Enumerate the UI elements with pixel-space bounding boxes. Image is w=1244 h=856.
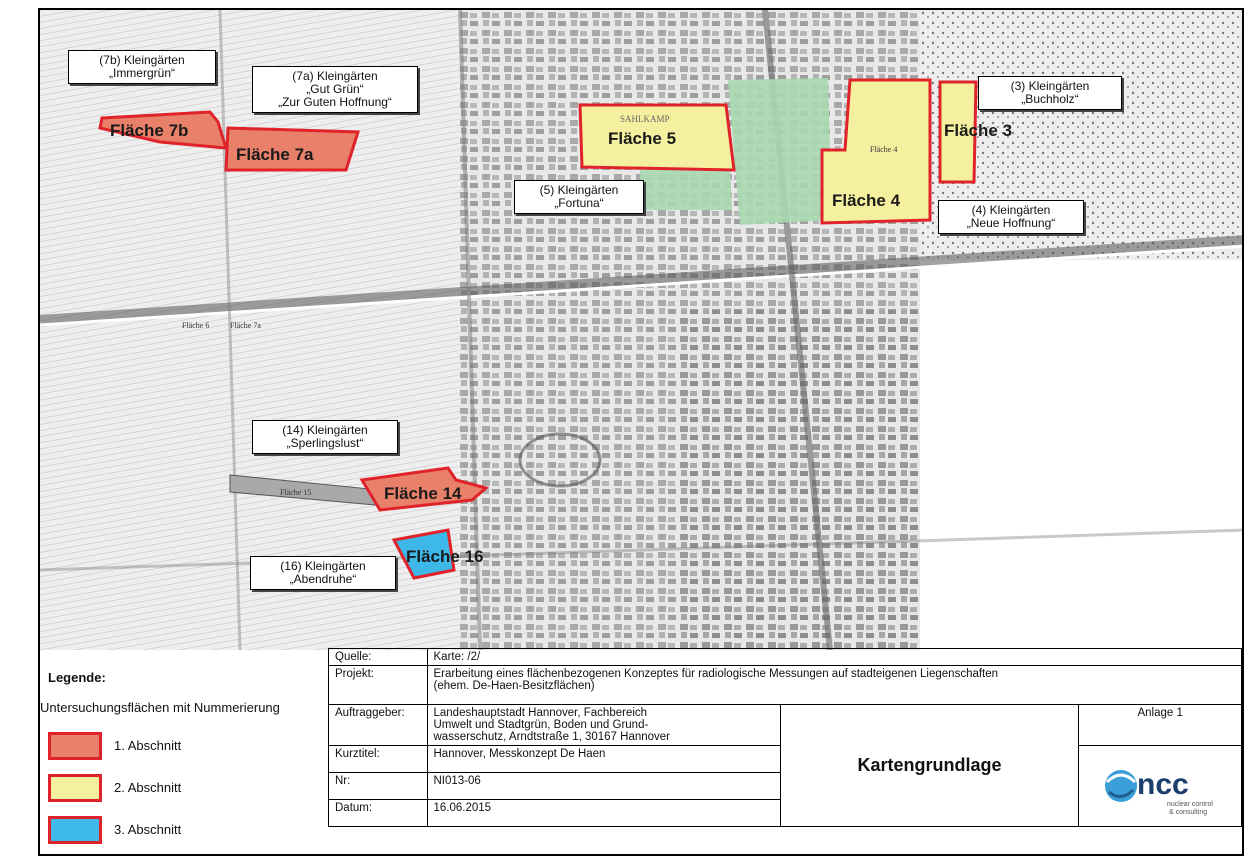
callout-7a: (7a) Kleingärten „Gut Grün“ „Zur Guten H… — [252, 66, 418, 113]
map-text-sahlkamp: SAHLKAMP — [620, 114, 670, 124]
area-16 — [391, 528, 456, 580]
anlage-label: Anlage 1 — [1078, 704, 1242, 746]
map-sheet: Fläche 7b Fläche 7a Fläche 5 Fläche 4 Fl… — [38, 8, 1244, 856]
map-area: Fläche 7b Fläche 7a Fläche 5 Fläche 4 Fl… — [40, 10, 1242, 650]
datum-value: 16.06.2015 — [426, 799, 781, 827]
legend-item-2: 2. Abschnitt — [48, 774, 308, 808]
area-label-4: Fläche 4 — [832, 191, 901, 210]
nr-value: NI013-06 — [426, 772, 781, 800]
ncc-logo-icon: ncc nuclear control & consulting — [1105, 768, 1214, 816]
title-block: Quelle: Karte: /2/ Projekt: Erarbeitung … — [328, 648, 1242, 827]
legend-item-3: 3. Abschnitt — [48, 816, 308, 850]
svg-text:& consulting: & consulting — [1169, 809, 1207, 816]
svg-text:ncc: ncc — [1137, 768, 1189, 801]
area-14 — [359, 466, 490, 512]
sheet-title: Kartengrundlage — [779, 704, 1080, 827]
area-5 — [578, 103, 736, 172]
kurztitel-value: Hannover, Messkonzept De Haen — [426, 745, 781, 773]
area-7a — [224, 126, 361, 172]
callout-4: (4) Kleingärten „Neue Hoffnung“ — [938, 200, 1084, 234]
map-text-flaeche-7a: Fläche 7a — [230, 321, 261, 330]
map-text-flaeche-6: Fläche 6 — [182, 321, 209, 330]
callout-5: (5) Kleingärten „Fortuna“ — [514, 180, 644, 214]
legend-swatch-1 — [48, 732, 102, 760]
area-label-14: Fläche 14 — [384, 484, 462, 503]
logo-cell: ncc nuclear control & consulting — [1078, 745, 1242, 827]
area-label-16: Fläche 16 — [406, 547, 484, 566]
area-label-3: Fläche 3 — [944, 121, 1012, 140]
datum-key: Datum: — [328, 799, 428, 827]
map-text-flaeche-15: Fläche 15 — [280, 488, 311, 497]
area-label-7b: Fläche 7b — [110, 121, 188, 140]
nr-key: Nr: — [328, 772, 428, 800]
legend: Legende: Untersuchungsflächen mit Nummer… — [40, 650, 330, 854]
area-3 — [938, 80, 978, 184]
area-label-5: Fläche 5 — [608, 129, 676, 148]
callout-3: (3) Kleingärten „Buchholz“ — [978, 76, 1122, 110]
auftraggeber-key: Auftraggeber: — [328, 704, 428, 746]
callout-14: (14) Kleingärten „Sperlingslust“ — [252, 420, 398, 454]
ncc-logo: ncc nuclear control & consulting — [1079, 746, 1229, 826]
legend-swatch-2 — [48, 774, 102, 802]
callout-16: (16) Kleingärten „Abendruhe“ — [250, 556, 396, 590]
legend-title: Legende: — [48, 670, 106, 685]
projekt-value: Erarbeitung eines flächenbezogenen Konze… — [426, 665, 1242, 705]
map-text-flaeche-4: Fläche 4 — [870, 145, 897, 154]
svg-text:nuclear control: nuclear control — [1167, 801, 1213, 808]
area-label-7a: Fläche 7a — [236, 145, 314, 164]
legend-swatch-3 — [48, 816, 102, 844]
area-4 — [820, 78, 932, 225]
kurztitel-key: Kurztitel: — [328, 745, 428, 773]
quelle-value: Karte: /2/ — [426, 648, 1242, 666]
legend-subtitle: Untersuchungsflächen mit Nummerierung — [40, 700, 280, 715]
quelle-key: Quelle: — [328, 648, 428, 666]
auftraggeber-value: Landeshauptstadt Hannover, Fachbereich U… — [426, 704, 781, 746]
callout-7b: (7b) Kleingärten „Immergrün“ — [68, 50, 216, 84]
legend-item-1: 1. Abschnitt — [48, 732, 308, 766]
projekt-key: Projekt: — [328, 665, 428, 705]
